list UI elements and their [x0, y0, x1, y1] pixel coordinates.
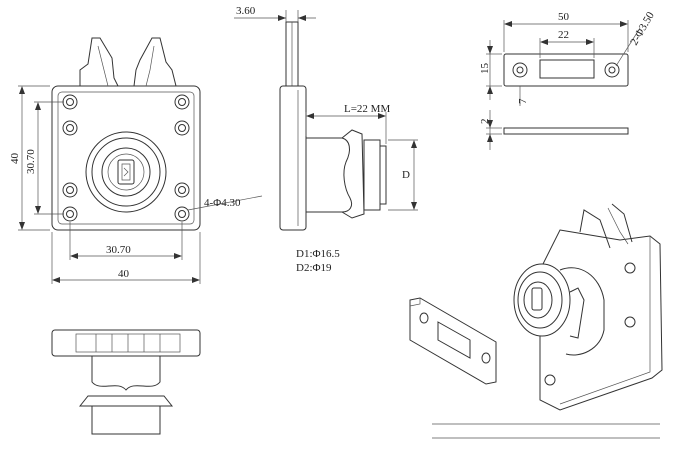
- dim-strike-offset: 7: [517, 98, 529, 104]
- mounting-hole: [174, 120, 190, 136]
- mounting-hole: [62, 120, 78, 136]
- latch-left: [79, 37, 119, 87]
- lock-body-outer: [85, 131, 167, 213]
- front-view: 40 30.70 30.70 40 4-Φ4.30: [9, 37, 263, 284]
- d1-label: D1:Φ16.5: [296, 248, 340, 260]
- mounting-hole: [62, 182, 78, 198]
- keyway: [117, 159, 135, 185]
- front-plate-inner: [57, 91, 195, 225]
- dim-height-outer: 40: [9, 153, 21, 165]
- dim-strike-width-outer: 50: [558, 11, 570, 23]
- bottom-plate: [51, 329, 201, 357]
- dim-diameter: D: [402, 169, 410, 181]
- strike-hole-callout: 2-Φ3.50: [628, 9, 657, 47]
- hole-callout: 4-Φ4.30: [204, 197, 241, 209]
- strike-slot: [539, 59, 595, 79]
- mounting-hole: [174, 206, 190, 222]
- dim-strike-thickness: 2: [479, 119, 491, 125]
- d2-label: D2:Φ19: [296, 262, 332, 274]
- dim-height-holes: 30.70: [25, 149, 37, 174]
- strike-hole: [512, 62, 528, 78]
- dim-thickness: 3.60: [236, 5, 256, 17]
- dim-strike-height: 15: [479, 63, 491, 75]
- cylinder-face: [101, 147, 151, 197]
- front-plate: [51, 85, 201, 231]
- side-view: 3.60 L=22 MM D D1:Φ16.5 D2:Φ19: [234, 5, 418, 274]
- strike-plate-view: 50 22 2-Φ3.50 15 7 2: [479, 9, 657, 150]
- bottom-view: [51, 329, 201, 435]
- latch-right: [133, 37, 177, 87]
- bottom-cylinder: [91, 405, 161, 435]
- dim-strike-width-inner: 22: [558, 29, 569, 41]
- strike-plate: [503, 53, 629, 87]
- iso-strike-plate: [409, 297, 497, 385]
- bottom-flange: [78, 395, 174, 407]
- dim-length: L=22 MM: [344, 103, 390, 115]
- side-body: [306, 137, 353, 213]
- strike-hole: [604, 62, 620, 78]
- dim-width-outer: 40: [118, 268, 130, 280]
- isometric-view: [409, 203, 663, 411]
- mounting-hole: [174, 182, 190, 198]
- strike-plate-side: [503, 127, 629, 135]
- side-cylinder: [363, 139, 381, 211]
- iso-lock-body: [559, 267, 605, 356]
- bottom-body: [91, 356, 161, 391]
- dim-width-holes: 30.70: [106, 244, 131, 256]
- mounting-hole: [174, 94, 190, 110]
- side-plate: [279, 85, 307, 231]
